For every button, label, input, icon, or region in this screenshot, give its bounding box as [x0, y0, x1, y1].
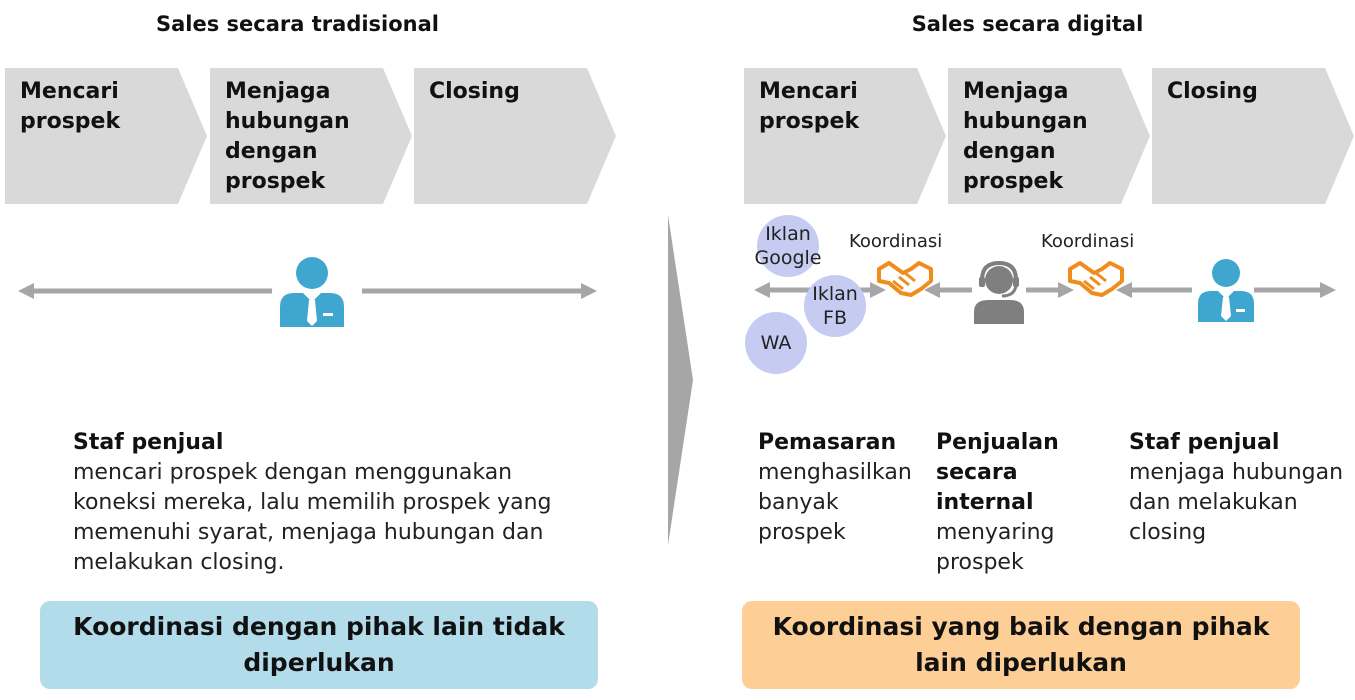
right-step-1-label: Mencari prospek	[759, 79, 860, 134]
salesperson-icon	[1198, 259, 1254, 322]
left-chevron-1	[5, 68, 207, 204]
left-step-1-label: Mencari prospek	[20, 79, 121, 134]
right-step-3-label: Closing	[1167, 79, 1258, 104]
right-chevron-1	[744, 68, 946, 204]
koordinasi-label-1: Koordinasi	[849, 231, 943, 252]
left-bottom-box: Koordinasi dengan pihak lain tidak diper…	[40, 601, 598, 689]
role-field-sales: Staf penjual menjaga hubungan dan melaku…	[1129, 428, 1344, 548]
divider-arrow	[668, 215, 693, 545]
right-chevron-3	[1152, 68, 1354, 204]
salesperson-icon	[280, 257, 344, 327]
right-step-2-label: Menjaga hubungan dengan prospek	[963, 79, 1088, 194]
role-marketing-desc: menghasilkan banyak prospek	[758, 460, 912, 545]
channel-iklan-fb: Iklan FB	[804, 275, 866, 337]
left-step-2-label: Menjaga hubungan dengan prospek	[225, 79, 350, 194]
role-field-sales-desc: menjaga hubungan dan melakukan closing	[1129, 460, 1344, 545]
left-chevron-3	[414, 68, 616, 204]
handshake-icon	[1068, 261, 1124, 297]
left-step-3-label: Closing	[429, 79, 520, 104]
role-inside-sales-desc: menyaring prospek	[936, 520, 1055, 575]
channel-wa: WA	[745, 312, 807, 374]
left-arrows	[18, 283, 597, 299]
right-title: Sales secara digital	[911, 12, 1144, 36]
role-inside-sales: Penjualan secara internal menyaring pros…	[936, 428, 1116, 578]
right-bottom-box: Koordinasi yang baik dengan pihak lain d…	[742, 601, 1300, 689]
role-field-sales-title: Staf penjual	[1129, 430, 1280, 455]
role-inside-sales-title: Penjualan secara internal	[936, 430, 1059, 515]
left-chevron-2	[210, 68, 412, 204]
left-process-chevrons	[5, 68, 1354, 204]
left-staff-description: Staf penjual mencari prospek dengan meng…	[73, 428, 563, 578]
left-staff-title: Staf penjual	[73, 430, 224, 455]
koordinasi-label-2: Koordinasi	[1041, 231, 1135, 252]
headset-agent-icon	[974, 260, 1024, 324]
role-marketing-title: Pemasaran	[758, 430, 897, 455]
left-title: Sales secara tradisional	[156, 12, 439, 36]
right-chevron-2	[948, 68, 1150, 204]
channel-iklan-google: Iklan Google	[755, 215, 822, 277]
handshake-icon	[877, 261, 933, 297]
role-marketing: Pemasaran menghasilkan banyak prospek	[758, 428, 928, 548]
left-staff-desc: mencari prospek dengan menggunakan konek…	[73, 460, 552, 575]
